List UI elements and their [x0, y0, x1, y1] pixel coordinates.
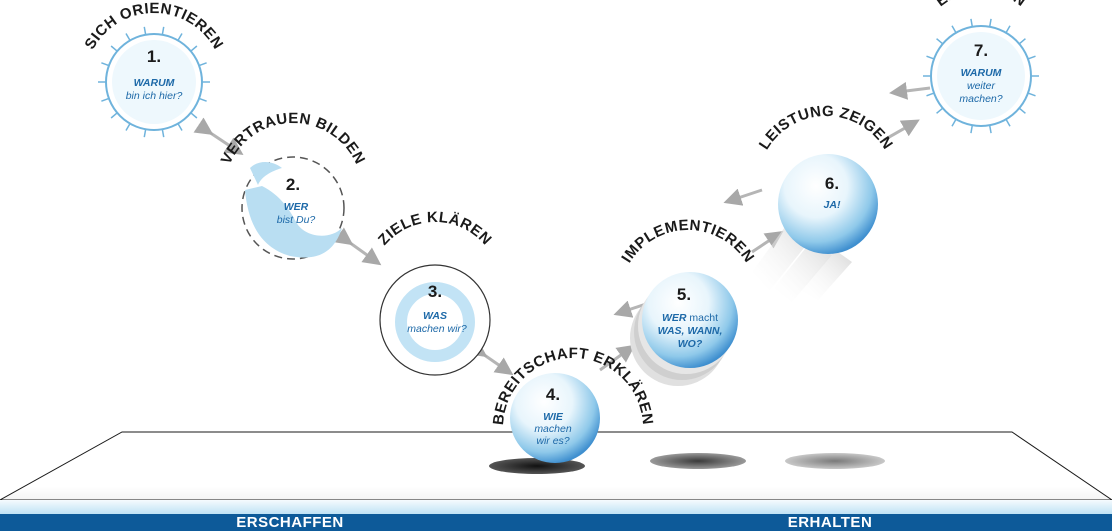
starburst-tick — [951, 118, 957, 127]
arrow-6-7 — [883, 119, 920, 142]
starburst-tick — [143, 26, 147, 35]
starburst-tick — [143, 129, 147, 138]
phase-1-line-2: bin ich hier? — [126, 90, 183, 102]
starburst-tick — [198, 62, 207, 67]
starburst-tick — [988, 125, 992, 134]
phase-7-line-2: weiter — [967, 80, 996, 92]
phase-7-ticks — [923, 18, 1039, 134]
phase-4-sphere — [510, 373, 600, 463]
arrow-7-left — [889, 81, 931, 100]
shadow-dark — [489, 458, 585, 474]
starburst-tick — [936, 38, 944, 45]
starburst-tick — [988, 18, 992, 27]
starburst-tick — [177, 123, 183, 131]
starburst-tick — [1005, 118, 1011, 127]
arrow-2-3 — [333, 227, 382, 266]
arrow-5-6 — [751, 231, 784, 254]
starburst-tick — [1027, 92, 1036, 97]
phase-6-line-1: JA! — [824, 199, 841, 211]
phase-5-number: 5. — [677, 285, 691, 304]
phase-5-line-1-bold: WER — [662, 312, 687, 324]
phase-7-inner — [937, 32, 1025, 120]
base-band — [0, 514, 1112, 531]
phase-5-line-1: WER macht — [662, 312, 718, 324]
starburst-tick — [101, 62, 110, 67]
arrow-4-5 — [599, 344, 636, 372]
phase-3-line-2: machen wir? — [407, 323, 467, 335]
phase-1-line-1: WARUM — [134, 77, 175, 89]
phase-2: VERTRAUEN BILDEN 2. WER bist Du? — [218, 110, 368, 260]
phase-1-number: 1. — [147, 47, 161, 66]
starburst-tick — [1018, 38, 1026, 45]
phase-1-ticks — [98, 26, 210, 138]
starburst-tick — [110, 45, 118, 52]
starburst-tick — [936, 107, 944, 114]
phase-2-number: 2. — [286, 175, 300, 194]
starburst-tick — [161, 26, 165, 35]
phase-6: LEISTUNG ZEIGEN 6. JA! — [752, 103, 896, 302]
base-left-label: ERSCHAFFEN — [236, 514, 344, 531]
starburst-tick — [110, 112, 118, 119]
phase-7-number: 7. — [974, 41, 988, 60]
starburst-tick — [970, 125, 974, 134]
starburst-tick — [125, 123, 131, 131]
phase-6-number: 6. — [825, 174, 839, 193]
base-right-label: ERHALTEN — [788, 514, 873, 531]
phase-6-title: LEISTUNG ZEIGEN — [756, 103, 896, 153]
phase-5: IMPLEMENTIEREN 5. WER macht WAS, WANN, W… — [618, 217, 757, 386]
starburst-tick — [125, 33, 131, 41]
phase-2-line-1: WER — [284, 201, 309, 213]
phase-3: ZIELE KLÄREN 3. WAS machen wir? — [375, 209, 495, 376]
starburst-tick — [101, 97, 110, 102]
phase-7-line-1: WARUM — [961, 67, 1002, 79]
phase-7-line-3: machen? — [959, 93, 1002, 105]
phase-5-line-1-rest: macht — [686, 312, 718, 324]
phase-5-line-2: WAS, WANN, — [658, 325, 723, 337]
phase-2-wave-top — [250, 162, 282, 185]
shadow-light — [785, 453, 885, 469]
phase-3-ring — [395, 282, 475, 362]
phase-2-wave — [245, 186, 342, 258]
phase-5-line-3: WO? — [678, 338, 703, 350]
starburst-tick — [161, 129, 165, 138]
phase-4-line-2: machen — [534, 423, 572, 435]
starburst-tick — [1018, 107, 1026, 114]
phase-4-number: 4. — [546, 385, 560, 404]
arrow-6-left — [723, 188, 763, 206]
phase-1: SICH ORIENTIEREN 1. WARUM bin ich hier? — [81, 0, 226, 138]
arrow-3-4 — [467, 339, 514, 376]
starburst-tick — [926, 55, 935, 60]
phase-4-line-3: wir es? — [536, 435, 569, 447]
starburst-tick — [1027, 55, 1036, 60]
phase-3-line-1: WAS — [423, 310, 447, 322]
arrow-1-2 — [193, 117, 244, 155]
shadow-mid — [650, 453, 746, 469]
starburst-tick — [198, 97, 207, 102]
phase-6-sphere — [778, 154, 878, 254]
phase-2-line-2: bist Du? — [277, 214, 316, 226]
phase-3-number: 3. — [428, 282, 442, 301]
phase-3-title: ZIELE KLÄREN — [375, 209, 495, 249]
phase-5-title: IMPLEMENTIEREN — [618, 217, 757, 266]
starburst-tick — [926, 92, 935, 97]
starburst-tick — [190, 45, 198, 52]
phase-4-line-1: WIE — [543, 411, 564, 423]
starburst-tick — [190, 112, 198, 119]
phase-7: ERNEUERN 7. WARUM weiter machen? — [923, 0, 1039, 134]
phase-5-sphere — [642, 272, 738, 368]
starburst-tick — [970, 18, 974, 27]
phase-7-title: ERNEUERN — [933, 0, 1030, 10]
starburst-tick — [177, 33, 183, 41]
phase-1-inner — [112, 40, 196, 124]
starburst-tick — [951, 25, 957, 34]
starburst-tick — [1005, 25, 1011, 34]
